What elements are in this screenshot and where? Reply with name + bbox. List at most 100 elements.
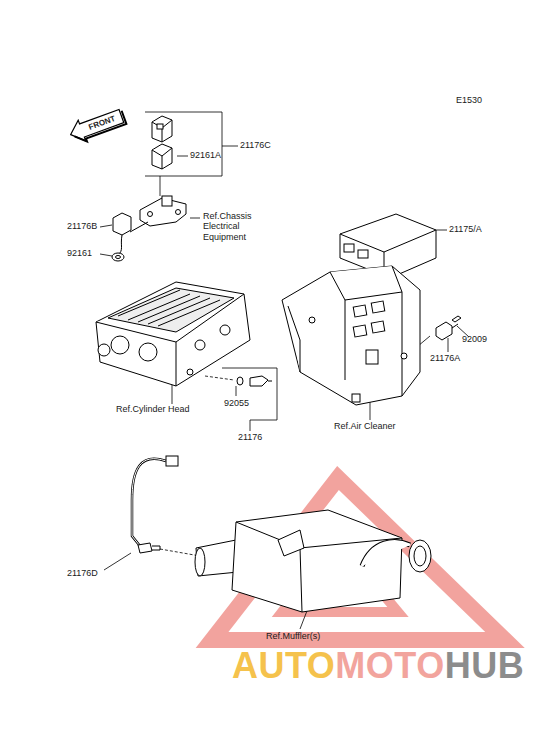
sensor-21176B xyxy=(113,213,131,235)
relay xyxy=(152,144,172,169)
air-cleaner-housing xyxy=(282,266,420,405)
reference-note: Ref.Muffler(s) xyxy=(266,631,320,641)
relay-bracket xyxy=(130,196,186,232)
ecu-unit xyxy=(358,250,368,258)
sensor-21176A xyxy=(452,316,461,322)
air-cleaner-housing xyxy=(282,266,420,405)
air-cleaner-housing xyxy=(353,325,367,337)
watermark-logo xyxy=(212,478,505,640)
muffler xyxy=(196,540,238,576)
muffler xyxy=(236,522,402,612)
leader-lines xyxy=(222,368,277,431)
leader-lines xyxy=(100,225,112,227)
relay xyxy=(157,124,163,129)
air-cleaner-housing xyxy=(371,321,385,333)
part-number: 21176C xyxy=(240,140,271,150)
air-cleaner-housing xyxy=(401,353,407,359)
figure-number: E1530 xyxy=(456,95,482,105)
oxygen-sensor xyxy=(166,456,178,466)
cylinder-head xyxy=(139,343,157,361)
muffler xyxy=(195,548,205,576)
cylinder-head xyxy=(96,282,250,386)
leader-lines xyxy=(172,384,173,404)
relay-bracket xyxy=(162,196,172,206)
relay-bracket xyxy=(176,210,181,215)
oxygen-sensor xyxy=(138,543,160,553)
watermark-logo xyxy=(212,478,505,640)
leader-lines xyxy=(448,338,449,352)
reference-note: Ref.Cylinder Head xyxy=(116,404,190,414)
sensor-21176B xyxy=(118,235,122,255)
cylinder-head xyxy=(98,344,110,356)
air-cleaner-housing xyxy=(352,394,360,402)
part-number: 21175/A xyxy=(449,224,482,234)
watermark-text: AUTOMOTOHUB xyxy=(232,648,524,684)
sensor-21176A xyxy=(452,324,458,328)
relay xyxy=(152,116,172,169)
air-cleaner-housing xyxy=(366,350,378,364)
sensor-21176 xyxy=(237,376,272,386)
air-cleaner-housing xyxy=(371,301,385,313)
muffler xyxy=(232,510,402,612)
muffler xyxy=(278,530,304,556)
cylinder-head xyxy=(96,282,250,386)
sensor-21176 xyxy=(237,377,243,385)
sensor-21176B xyxy=(116,256,121,259)
ecu-unit xyxy=(344,244,354,252)
part-number: 92161A xyxy=(190,150,221,160)
part-number: 92009 xyxy=(462,334,487,344)
muffler xyxy=(409,540,431,572)
relay xyxy=(152,148,172,169)
muffler xyxy=(195,510,431,612)
leader-lines xyxy=(222,146,238,147)
watermark-word: AUTO xyxy=(232,648,335,684)
sensor-21176A xyxy=(436,316,461,340)
part-number: 21176B xyxy=(67,221,97,231)
cylinder-head xyxy=(195,340,205,350)
cylinder-head xyxy=(187,369,193,375)
relay-bracket xyxy=(130,222,148,232)
sensor-21176A xyxy=(436,322,452,340)
relay-bracket xyxy=(148,212,153,217)
muffler xyxy=(362,542,410,566)
leader-lines xyxy=(436,230,447,231)
relay xyxy=(152,120,172,142)
front-arrow xyxy=(67,105,127,146)
reference-note: Ref.Chassis Electrical Equipment xyxy=(203,211,259,242)
leader-lines xyxy=(370,402,371,420)
muffler xyxy=(362,542,410,566)
cylinder-head xyxy=(111,336,129,354)
air-cleaner-housing xyxy=(353,305,367,317)
air-cleaner-housing xyxy=(288,306,300,372)
leader-lines xyxy=(160,176,161,196)
leader-lines xyxy=(145,112,222,176)
cylinder-head xyxy=(118,290,220,326)
leader-lines xyxy=(190,218,200,219)
reference-note: Ref.Air Cleaner xyxy=(334,421,396,431)
air-cleaner-housing xyxy=(330,266,402,396)
leader-lines xyxy=(177,156,188,157)
part-number: 21176D xyxy=(67,568,98,578)
front-arrow xyxy=(67,106,125,145)
sensor-21176 xyxy=(250,376,268,386)
sensor-21176 xyxy=(268,381,272,382)
leader-lines xyxy=(100,254,112,256)
sensor-21176B xyxy=(112,213,131,261)
leader-lines xyxy=(236,386,237,396)
watermark-word: MOTO xyxy=(335,648,444,684)
part-number: 21176 xyxy=(238,432,262,442)
front-arrow xyxy=(72,111,128,145)
leader-lines xyxy=(205,376,234,380)
muffler xyxy=(414,546,426,566)
oxygen-sensor xyxy=(132,459,166,546)
oxygen-sensor xyxy=(132,456,178,553)
leader-lines xyxy=(104,553,131,570)
watermark-word: HUB xyxy=(445,648,525,684)
cylinder-head xyxy=(108,288,234,332)
sensor-21176B xyxy=(112,253,124,261)
leader-lines xyxy=(160,549,200,556)
cylinder-head xyxy=(220,325,230,335)
part-number: 92055 xyxy=(224,398,249,408)
